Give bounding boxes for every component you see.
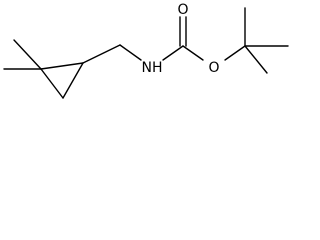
atom-ester-o: O (208, 60, 219, 76)
chemical-structure-diagram: NH O O (3, 2, 289, 99)
bond-ring-1 (40, 68, 64, 99)
bond-ring-2 (62, 62, 84, 99)
bond-ring-3 (40, 62, 84, 70)
bond-tbutyl-down (244, 45, 268, 74)
bond-methyl-a (13, 39, 42, 70)
bond-ring-to-ch2 (82, 44, 121, 64)
atom-carbonyl-o: O (177, 2, 188, 18)
bond-ester-o-to-tbutyl (224, 45, 246, 61)
bond-ch2-to-nh (119, 44, 142, 61)
atom-nh: NH (142, 60, 163, 76)
bond-carbonyl-to-ester-o (182, 45, 204, 61)
bond-nh-to-carbonyl (162, 45, 184, 61)
